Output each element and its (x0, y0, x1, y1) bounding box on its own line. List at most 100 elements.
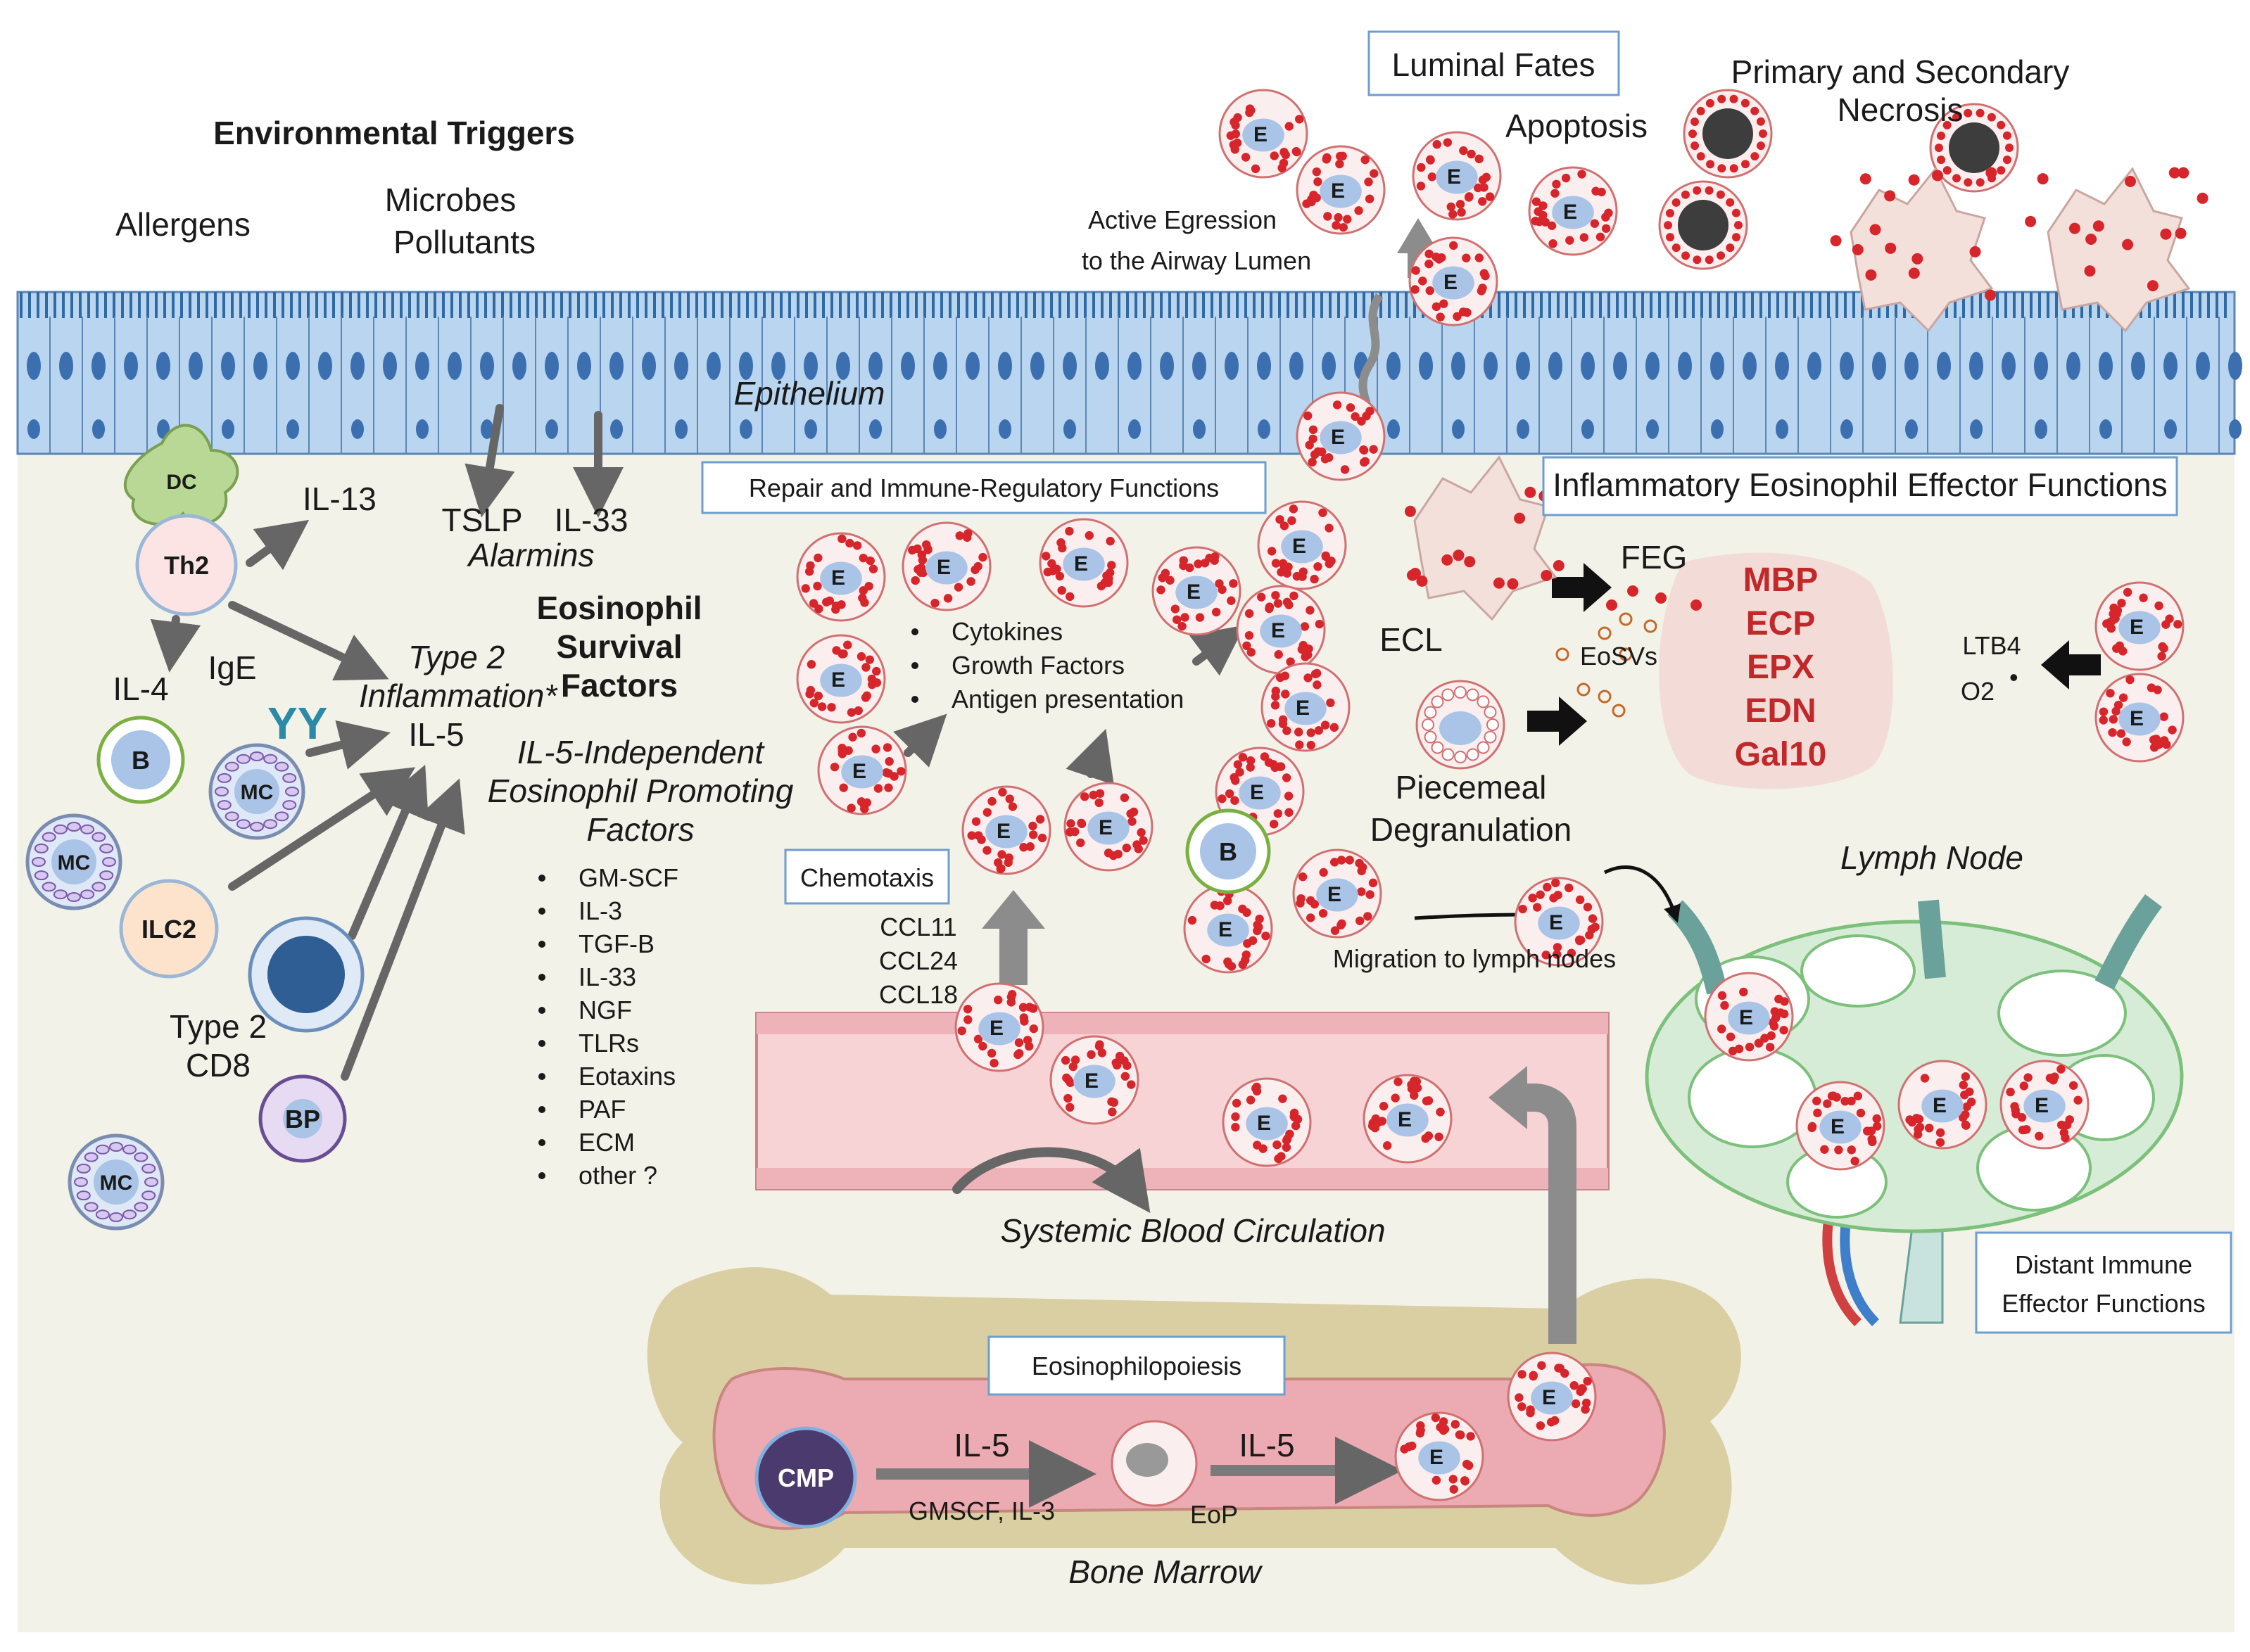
cmp-cell-label: CMP (778, 1463, 834, 1492)
eosinophil-11: E (1151, 546, 1241, 636)
epithelial-cells (17, 317, 2242, 454)
granule-protein-4: Gal10 (1735, 736, 1827, 773)
eosinophil-25: E (1704, 972, 1794, 1062)
marrow-il5-label-1: IL-5 (954, 1427, 1009, 1463)
factor-bullet (538, 875, 545, 882)
eosvs-label: EoSVs (1580, 642, 1657, 671)
ige-antibody-icon: YY (267, 698, 327, 749)
type2-inflammation-label-1: Type 2 (408, 639, 505, 675)
chemotaxis-box (784, 849, 950, 905)
type2-cd8-label-2: CD8 (186, 1047, 251, 1084)
th2-cell: Th2 (135, 514, 238, 616)
type2-inflammation-label-2: Inflammation* (359, 678, 558, 714)
eosinophil-32: E (1394, 1411, 1484, 1501)
eosv-vesicle (1598, 626, 1612, 640)
mast-cell-2: MC (208, 743, 305, 840)
eosinophil-label: E (1549, 911, 1563, 934)
distant-functions-label-1: Distant Immune (2015, 1250, 2192, 1279)
eosv-vesicle (1619, 647, 1633, 661)
gray-arrows (150, 404, 1245, 1214)
necrosis-label-1: Primary and Secondary (1731, 53, 2070, 90)
eosinophil-label: E (1331, 426, 1345, 449)
eosv-vesicle (1619, 612, 1633, 626)
il33-label: IL-33 (555, 502, 628, 538)
eosinophil-20: E (954, 982, 1044, 1072)
eosinophil-10: E (817, 725, 907, 815)
chemokine-0: CCL11 (880, 913, 956, 941)
necrotic-cell-2 (1658, 180, 1748, 270)
repair-item-1: Growth Factors (952, 651, 1125, 680)
eosinophil-label: E (1292, 535, 1306, 558)
eosinophil-label: E (1443, 271, 1458, 294)
bone-marrow-label: Bone Marrow (1068, 1553, 1263, 1590)
eosinophil-17: E (1063, 782, 1154, 872)
migration-line-2 (1603, 865, 1681, 923)
eosinophil-label: E (1563, 201, 1577, 224)
environmental-triggers-title: Environmental Triggers (213, 115, 575, 151)
factor-bullet (538, 908, 545, 915)
eosinophilopoiesis-box (987, 1335, 1286, 1396)
eosinophil-7: E (902, 521, 992, 611)
eosinophil-progenitor (1111, 1420, 1198, 1507)
granule-protein-3: EDN (1745, 692, 1816, 730)
ilc2-cell-label: ILC2 (141, 915, 196, 943)
eosinophil-label: E (1933, 1094, 1947, 1117)
ige-label: IgE (208, 649, 256, 686)
piecemeal-eosinophil (1415, 680, 1505, 770)
granule-protein-2: EPX (1747, 649, 1814, 686)
factor-bullet (538, 1040, 545, 1047)
repair-bullet (911, 628, 918, 635)
granule-protein-0: MBP (1743, 561, 1819, 599)
necrotic-cell-1 (1929, 103, 2019, 193)
blood-circulation-label: Systemic Blood Circulation (1000, 1212, 1385, 1249)
ecl-label: ECL (1379, 621, 1442, 658)
b-cell-2: B (1185, 808, 1271, 894)
survival-factors-title-1: Eosinophil (536, 590, 702, 626)
eosinophil-label: E (1296, 697, 1310, 720)
eosinophil-27: E (1897, 1060, 1987, 1150)
free-granule (1606, 599, 1617, 611)
factor-bullet (538, 1172, 545, 1179)
eosinophil-label: E (1429, 1446, 1443, 1469)
eosv-vesicle (1643, 619, 1657, 633)
ltb4-arrow (2041, 640, 2101, 690)
apoptosis-label: Apoptosis (1505, 108, 1648, 144)
eosinophil-label: E (1250, 781, 1264, 804)
eosinophil-19: E (1183, 884, 1273, 974)
eosinophil-label: E (2035, 1094, 2049, 1117)
survival-factors-title-3: Factors (561, 667, 678, 704)
mast-cell-label: MC (100, 1171, 133, 1195)
b-cell-2-label: B (1219, 837, 1237, 866)
eosinophil-14: E (1260, 662, 1351, 752)
eosinophil-9: E (796, 634, 886, 724)
factor-item-9: other ? (579, 1161, 657, 1190)
mast-cell-label: MC (241, 781, 274, 804)
eosinophil-4: E (1408, 236, 1498, 326)
epithelium-layer (16, 291, 2242, 455)
o2-superscript: • (2009, 663, 2018, 692)
factor-item-8: ECM (579, 1128, 635, 1157)
pollutants-label: Pollutants (393, 224, 536, 260)
il5-label: IL-5 (408, 716, 464, 753)
eosinophil-21: E (1049, 1035, 1139, 1125)
eosinophil-label: E (831, 668, 845, 692)
eosinophil-label: E (1542, 1386, 1556, 1409)
eosinophilopoiesis-label: Eosinophilopoiesis (1032, 1352, 1241, 1380)
b-cell: B (96, 716, 185, 804)
mast-cell-3: MC (68, 1133, 165, 1231)
eosinophil-12: E (1257, 500, 1347, 590)
eosinophil-6: E (796, 532, 886, 622)
eosinophil-15: E (1215, 746, 1305, 837)
luminal-fates-label: Luminal Fates (1392, 46, 1595, 83)
migration-label: Migration to lymph nodes (1333, 944, 1616, 973)
microbes-label: Microbes (385, 182, 517, 218)
ltb4-label: LTB4 (1962, 631, 2021, 660)
survival-factors-title-2: Survival (557, 628, 683, 665)
eosinophil-8: E (1039, 518, 1129, 608)
il13-label: IL-13 (303, 481, 377, 517)
marrow-to-blood-arrow (1489, 1066, 1576, 1344)
necrotic-cell-0 (1683, 89, 1773, 179)
il5-independent-title-2: Eosinophil Promoting (488, 773, 794, 809)
